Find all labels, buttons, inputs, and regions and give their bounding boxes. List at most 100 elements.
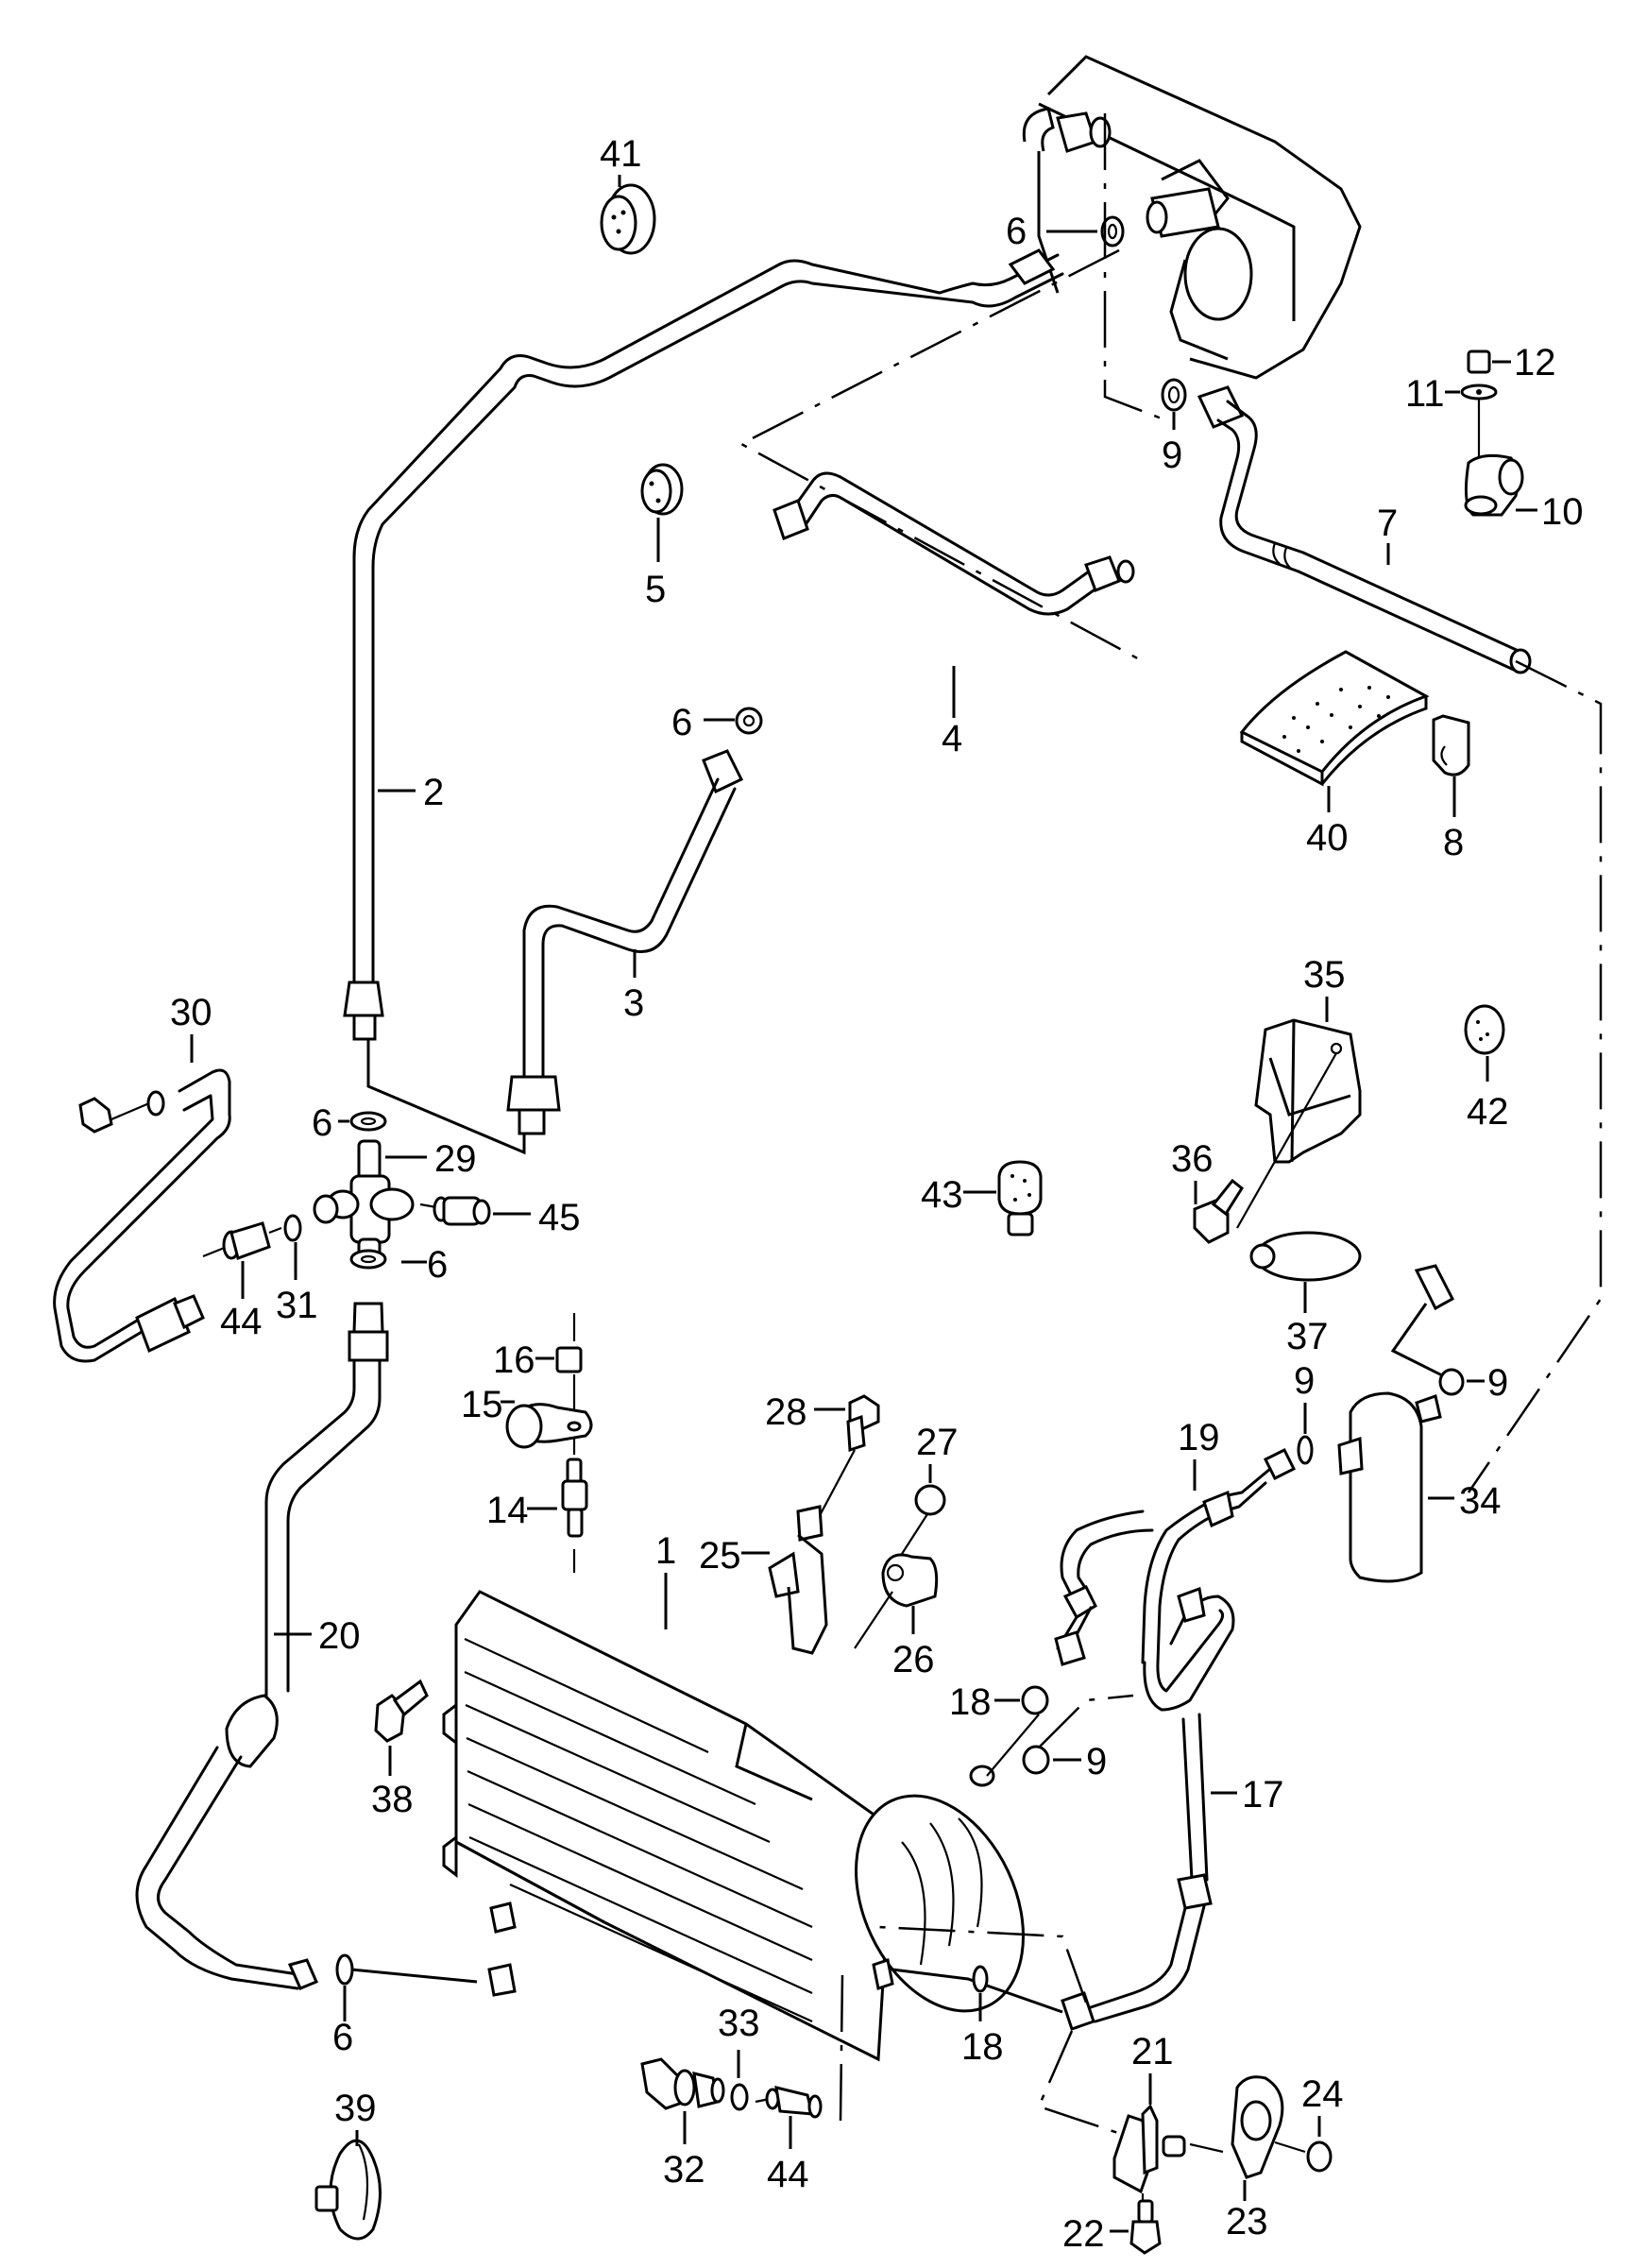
callout-6: 6 — [1006, 211, 1027, 252]
nut-16[interactable] — [555, 1346, 583, 1373]
seal-ring-6[interactable] — [1100, 215, 1125, 247]
bracket-15[interactable] — [505, 1403, 593, 1449]
pipe-fitting — [287, 1958, 318, 1990]
nut-24[interactable] — [1306, 2140, 1333, 2173]
grommet-5[interactable] — [640, 463, 684, 516]
clamp-23[interactable] — [1231, 2075, 1284, 2179]
hose-20[interactable] — [135, 1302, 389, 1990]
callout-44: 44 — [220, 1301, 263, 1342]
cover-35[interactable] — [1254, 1018, 1362, 1164]
callout-10: 10 — [1541, 491, 1584, 533]
callout-24: 24 — [1301, 2073, 1344, 2115]
callout-17: 17 — [1242, 1774, 1284, 1816]
callout-30: 30 — [170, 992, 212, 1033]
callout-18: 18 — [949, 1681, 992, 1723]
pipe-3[interactable] — [506, 749, 744, 1135]
assembly-line — [877, 1925, 1088, 2004]
nut-27[interactable] — [914, 1484, 946, 1516]
bracket-25[interactable] — [768, 1505, 828, 1655]
seal-ring-9[interactable] — [1438, 1368, 1465, 1396]
callout-35: 35 — [1303, 954, 1346, 996]
plug-43[interactable] — [997, 1160, 1043, 1236]
assembly-line — [1103, 113, 1167, 422]
callout-9: 9 — [1086, 1741, 1107, 1782]
valve-44[interactable] — [202, 1221, 282, 1260]
assembly-line — [1037, 2030, 1125, 2137]
bracket-21[interactable] — [1112, 2104, 1159, 2194]
callout-15: 15 — [461, 1384, 503, 1425]
callout-22: 22 — [1062, 2213, 1105, 2255]
callout-12: 12 — [1514, 342, 1556, 384]
callout-2: 2 — [423, 772, 444, 813]
clip-8[interactable] — [1432, 714, 1470, 776]
clamp-26[interactable] — [881, 1553, 939, 1608]
seal-ring-6[interactable] — [349, 1249, 387, 1270]
washer-11[interactable] — [1460, 384, 1498, 401]
callout-44: 44 — [767, 2154, 809, 2195]
assembly-line — [1038, 1694, 1134, 1748]
assembly-axis — [816, 1449, 856, 1522]
grommet-42[interactable] — [1464, 1004, 1505, 1055]
callout-28: 28 — [765, 1391, 807, 1433]
stud — [1162, 2135, 1186, 2157]
callout-23: 23 — [1226, 2201, 1268, 2242]
assembly-line — [739, 248, 1144, 663]
stud-14[interactable] — [561, 1458, 588, 1538]
seal-ring-9[interactable] — [1022, 1745, 1050, 1775]
assembly-line — [839, 1973, 844, 2122]
callout-37: 37 — [1286, 1316, 1329, 1357]
condenser-1[interactable] — [442, 1590, 1056, 2062]
hose-fitting — [1414, 1264, 1454, 1311]
callout-36: 36 — [1171, 1138, 1214, 1180]
bracket-10[interactable] — [1464, 453, 1524, 517]
callout-9: 9 — [1294, 1360, 1315, 1402]
hose-clamp-37[interactable] — [1249, 1231, 1362, 1282]
hose-17[interactable] — [1061, 1713, 1213, 2031]
seal-ring-6[interactable] — [349, 1111, 387, 1132]
bolt-36[interactable] — [1193, 1178, 1244, 1244]
callout-7: 7 — [1377, 503, 1398, 544]
callout-41: 41 — [600, 133, 642, 175]
callout-9: 9 — [1162, 435, 1182, 476]
seal-ring-18[interactable] — [1021, 1685, 1049, 1715]
evaporator-unit[interactable] — [1022, 55, 1362, 380]
assembly-axis — [901, 1513, 928, 1555]
nut-12[interactable] — [1467, 350, 1491, 374]
hose-19[interactable] — [1054, 1447, 1297, 1712]
callout-5: 5 — [645, 569, 666, 610]
assembly-line — [350, 1968, 478, 1984]
seal-ring-31[interactable] — [283, 1214, 302, 1242]
pipe-2[interactable] — [343, 248, 1064, 1041]
assembly-axis — [986, 1714, 1040, 1777]
grommet-41[interactable] — [600, 183, 656, 255]
seal-ring-6[interactable] — [735, 707, 763, 735]
valve-45[interactable] — [419, 1196, 491, 1226]
callout-6: 6 — [427, 1244, 448, 1286]
callout-34: 34 — [1459, 1480, 1502, 1522]
seal-ring-9[interactable] — [1161, 378, 1187, 412]
cross-fitting-29[interactable] — [313, 1139, 415, 1265]
pressure-switch-32[interactable] — [640, 2057, 725, 2110]
valve-44[interactable] — [755, 2086, 823, 2119]
callout-40: 40 — [1306, 817, 1349, 859]
cable-tie-39[interactable] — [314, 2139, 382, 2241]
callout-33: 33 — [718, 2003, 760, 2044]
seal-ring-33[interactable] — [730, 2083, 749, 2111]
pipe-4[interactable] — [773, 471, 1135, 616]
callout-31: 31 — [276, 1285, 318, 1326]
callout-20: 20 — [318, 1615, 361, 1657]
seal-ring-6[interactable] — [335, 1953, 354, 1986]
callout-11: 11 — [1405, 373, 1445, 415]
bolt-38[interactable] — [374, 1679, 429, 1743]
hose-7[interactable] — [1197, 385, 1532, 674]
insulating-pad-40[interactable] — [1239, 650, 1430, 787]
callout-21: 21 — [1131, 2031, 1174, 2072]
seal-ring-18[interactable] — [972, 1965, 989, 1993]
pipe-30[interactable] — [53, 1068, 231, 1363]
bolt-22[interactable] — [1129, 2199, 1162, 2255]
callout-3: 3 — [623, 982, 644, 1024]
seal-ring-9[interactable] — [1297, 1435, 1314, 1465]
bolt-28[interactable] — [846, 1394, 880, 1453]
receiver-dryer-34[interactable] — [1337, 1391, 1442, 1583]
callout-45: 45 — [538, 1197, 581, 1238]
